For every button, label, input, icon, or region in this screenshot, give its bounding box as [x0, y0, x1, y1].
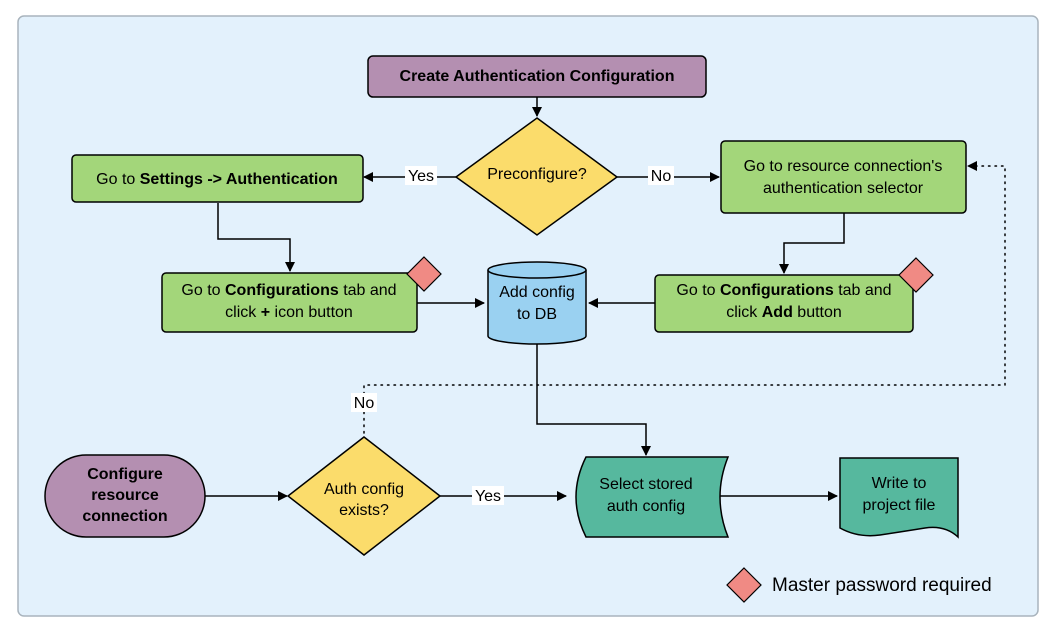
write-line1: Write to	[872, 475, 927, 492]
select-stored-line1: Select stored	[599, 476, 692, 493]
node-goto-settings: Go to Settings -> Authentication	[71, 154, 364, 203]
edge-label-no-up: No	[351, 393, 377, 412]
db-line2: to DB	[517, 306, 557, 323]
db-line1: Add config	[499, 284, 575, 301]
configure-line1: Configure	[87, 466, 163, 483]
configure-line3: connection	[82, 508, 167, 525]
edge-settings-to-configs-plus	[217, 203, 295, 272]
node-auth-exists-decision: Auth config exists?	[286, 436, 442, 556]
auth-exists-line2: exists?	[339, 502, 389, 519]
node-configs-tab-plus: Go to Configurations tab and click + ico…	[161, 272, 418, 333]
configs-add-line1: Go to Configurations tab and	[676, 282, 891, 299]
node-goto-resource-selector: Go to resource connection's authenticati…	[720, 140, 967, 214]
edge-label-yes-bottom: Yes	[472, 486, 504, 505]
resource-selector-line1: Go to resource connection's	[744, 158, 943, 175]
legend-label: Master password required	[772, 575, 992, 596]
select-stored-line2: auth config	[607, 498, 685, 515]
master-password-diamond-icon	[898, 257, 934, 293]
edge-db-to-select-stored	[536, 344, 651, 456]
configs-plus-line2: click + icon button	[225, 304, 353, 321]
node-add-config-db: Add config to DB	[487, 261, 587, 345]
node-write-project: Write to project file	[839, 457, 959, 539]
node-select-stored: Select stored auth config	[575, 456, 730, 538]
node-create-auth-config: Create Authentication Configuration	[367, 55, 707, 98]
configs-plus-line1: Go to Configurations tab and	[181, 282, 396, 299]
preconfigure-label: Preconfigure?	[487, 166, 587, 183]
svg-text:Yes: Yes	[475, 488, 501, 505]
edge-selector-to-configs-add	[779, 213, 845, 274]
master-password-diamond-icon	[406, 256, 442, 292]
configure-line2: resource	[91, 487, 159, 504]
auth-exists-line1: Auth config	[324, 481, 404, 498]
svg-text:No: No	[354, 395, 375, 412]
svg-text:No: No	[651, 168, 672, 185]
node-configs-tab-add: Go to Configurations tab and click Add b…	[654, 274, 914, 333]
create-auth-label: Create Authentication Configuration	[400, 68, 675, 85]
node-preconfigure-decision: Preconfigure?	[454, 117, 619, 236]
node-configure-resource: Configure resource connection	[44, 454, 206, 538]
write-line2: project file	[863, 497, 936, 514]
resource-selector-line2: authentication selector	[763, 180, 924, 197]
edge-label-yes-left: Yes	[405, 166, 437, 185]
goto-settings-label: Go to Settings -> Authentication	[96, 171, 338, 188]
svg-text:Yes: Yes	[408, 168, 434, 185]
configs-add-line2: click Add button	[726, 304, 842, 321]
legend-diamond-icon	[726, 567, 762, 603]
legend: Master password required	[726, 567, 992, 603]
edge-label-no-right: No	[648, 166, 674, 185]
